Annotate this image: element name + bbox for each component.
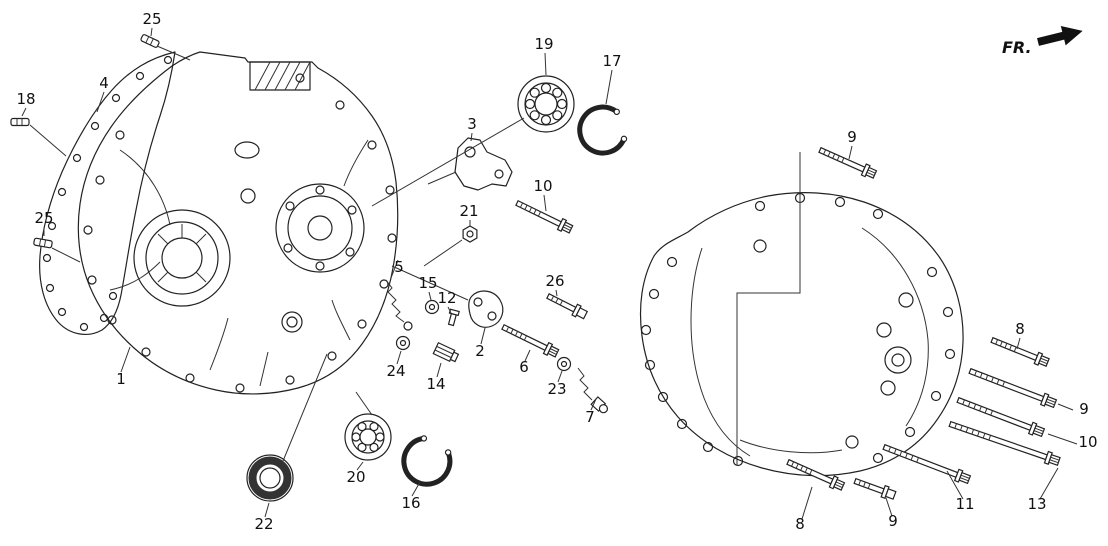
cover-plate-2 [468, 290, 504, 328]
callout-22: 22 [254, 515, 273, 533]
fr-arrow-icon [1037, 26, 1083, 46]
bearing-20 [344, 413, 392, 461]
plug-14 [432, 341, 460, 363]
callout-13: 13 [1027, 495, 1046, 513]
callout-15: 15 [418, 274, 437, 292]
bolt-13 [947, 417, 1062, 468]
callout-9-mid-right: 9 [1079, 400, 1089, 418]
spring-5 [385, 279, 413, 331]
callout-11: 11 [955, 495, 974, 513]
bolt-10-left [513, 197, 575, 236]
callout-6: 6 [519, 358, 529, 376]
callout-24: 24 [386, 362, 405, 380]
callout-8-bottom: 8 [795, 515, 805, 533]
snap-ring-16 [395, 432, 457, 493]
callout-21: 21 [459, 202, 478, 220]
callout-23: 23 [547, 380, 566, 398]
leader-lines [21, 27, 1078, 520]
bolt-9-mid-right [967, 364, 1058, 410]
bracket-3 [454, 137, 513, 191]
callout-1: 1 [116, 370, 126, 388]
callout-25-left: 25 [34, 209, 53, 227]
callout-10-right: 10 [1078, 433, 1097, 451]
callout-5: 5 [394, 258, 404, 276]
washer-24 [395, 335, 411, 351]
callout-labels: 25 4 18 25 1 22 20 16 24 14 5 15 12 2 6 … [16, 10, 1097, 533]
bolt-12 [447, 308, 460, 327]
callout-12: 12 [437, 289, 456, 307]
valve-7 [577, 367, 609, 414]
bearing-19 [517, 75, 575, 133]
callout-16: 16 [401, 494, 420, 512]
callout-14: 14 [426, 375, 445, 393]
nut-21 [462, 225, 478, 243]
bolt-9-top-right [816, 143, 878, 181]
callout-8-upper-right: 8 [1015, 320, 1025, 338]
transmission-case-right [639, 152, 964, 477]
bolt-11 [881, 440, 972, 486]
callout-2: 2 [475, 342, 485, 360]
callout-20: 20 [346, 468, 365, 486]
washer-23 [556, 356, 572, 372]
callout-3: 3 [467, 115, 477, 133]
callout-17: 17 [602, 52, 621, 70]
callout-9-bottom: 9 [888, 512, 898, 530]
callout-10-left: 10 [533, 177, 552, 195]
callout-7: 7 [585, 408, 595, 426]
callout-4: 4 [99, 74, 109, 92]
callout-19: 19 [534, 35, 553, 53]
callout-9-top-right: 9 [847, 128, 857, 146]
oil-seal-22 [246, 454, 294, 502]
fr-direction-marker: FR. [1002, 26, 1083, 57]
callout-25-top: 25 [142, 10, 161, 28]
callout-18: 18 [16, 90, 35, 108]
callout-26: 26 [545, 272, 564, 290]
transmission-case-left [77, 51, 399, 395]
pin-18 [10, 117, 30, 127]
bolt-26 [544, 290, 589, 322]
bolt-6 [499, 321, 561, 360]
snap-ring-17 [575, 102, 629, 158]
bolt-25-top [139, 33, 161, 49]
fr-direction-label: FR. [1002, 38, 1032, 57]
bolt-25-left [32, 237, 54, 249]
gasket-outline [39, 51, 176, 336]
bolt-9-bottom [852, 474, 898, 502]
